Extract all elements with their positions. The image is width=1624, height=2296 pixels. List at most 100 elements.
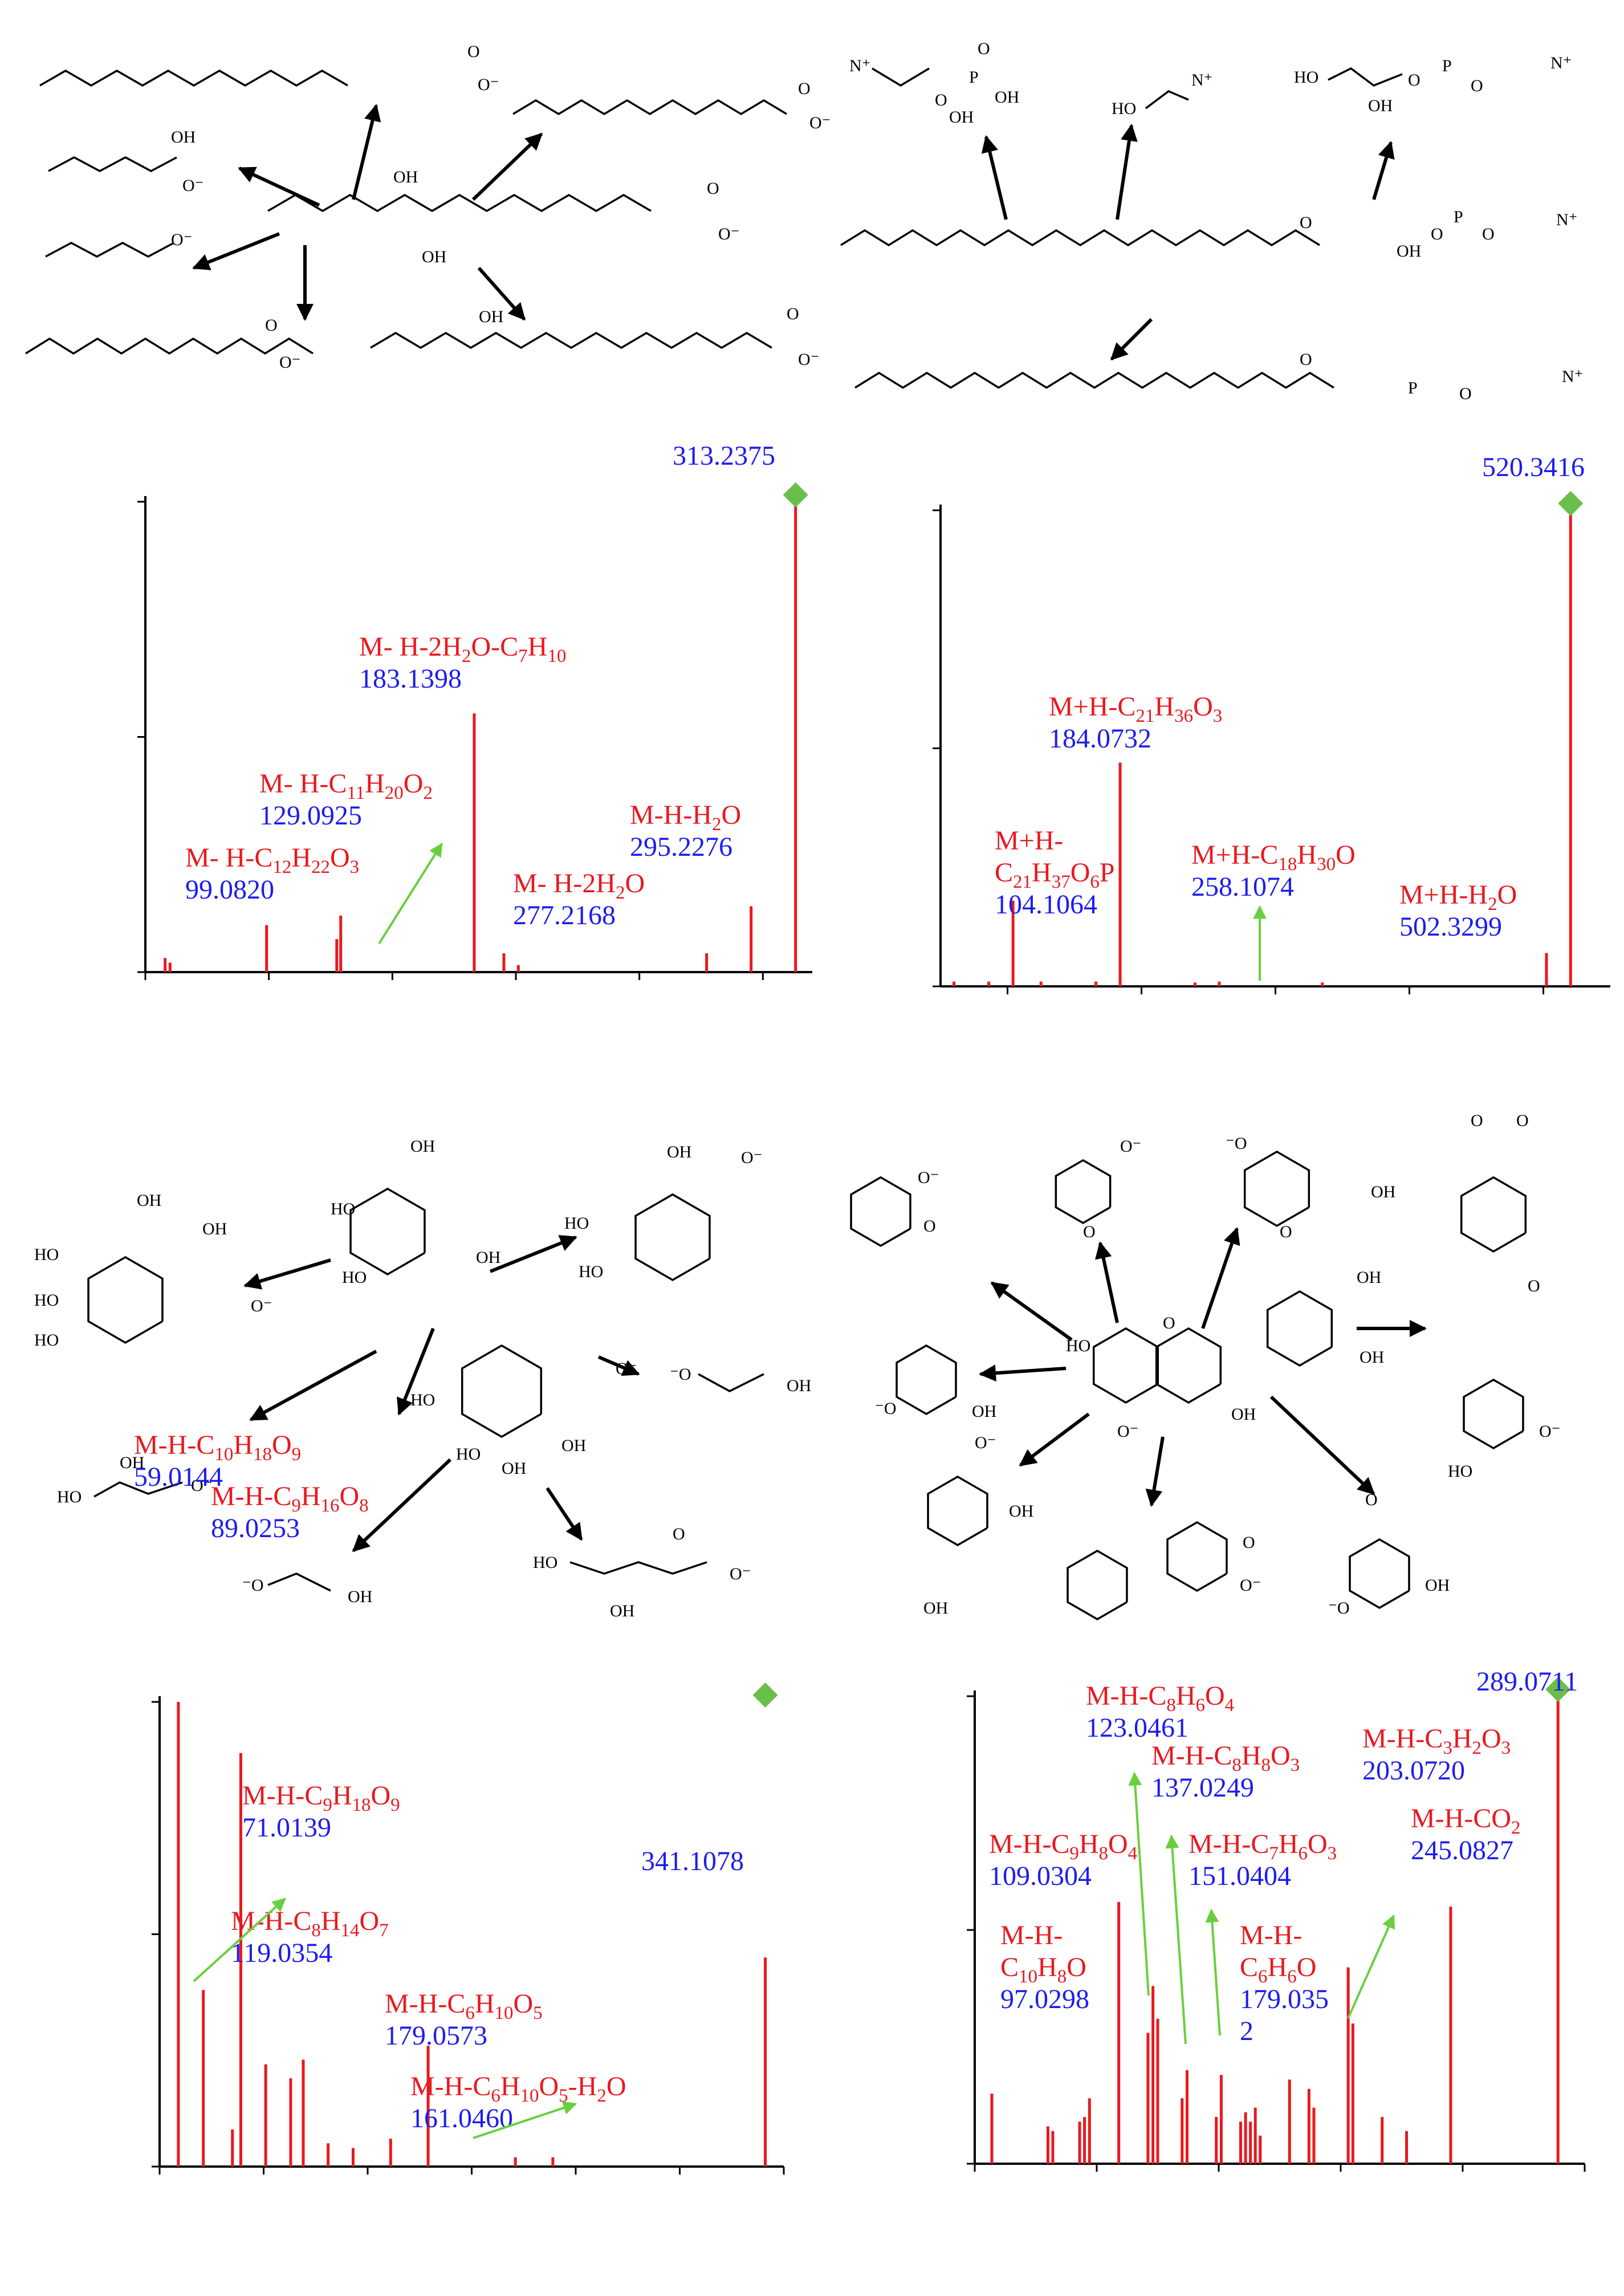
peak-annotation: 71.0139: [242, 1813, 331, 1843]
peak-annotation: M- H-C12​H22​O3​: [185, 843, 359, 877]
peak-annotation: 104.1064: [995, 889, 1097, 920]
atom-label: N⁺: [1550, 54, 1572, 72]
peak-annotation: M-H-C8​H6​O4​: [1086, 1681, 1234, 1716]
fragment-chain: [370, 331, 772, 350]
quinone-ring: [1460, 1176, 1527, 1253]
fatty-acid-chain: [512, 99, 787, 116]
atom-label: O⁻: [182, 176, 204, 195]
atom-label: HO: [34, 1331, 59, 1350]
fragmentation-arrow: [990, 1281, 1073, 1342]
atom-label: O⁻: [191, 1476, 213, 1495]
catechin-ring-b: [1266, 1290, 1333, 1367]
quinone-ring-2: [1166, 1521, 1228, 1592]
peak-annotation: M+H-C21​H36​O3​: [1049, 692, 1222, 726]
atom-label: O: [978, 39, 990, 58]
annotation-arrow: [378, 842, 443, 945]
fragmentation-arrow: [1094, 1241, 1119, 1323]
atom-label: O: [1516, 1111, 1529, 1130]
fructose-ring: [349, 1187, 426, 1276]
peak-annotation: 123.0461: [1086, 1713, 1189, 1743]
fragmentation-arrow: [249, 1350, 377, 1421]
atom-label: O: [467, 42, 480, 61]
atom-label: OH: [479, 307, 503, 326]
atom-label: OH: [561, 1436, 586, 1455]
glucose-ring: [461, 1344, 543, 1438]
atom-label: HO: [57, 1488, 82, 1506]
peak-annotation: 341.1078: [641, 1846, 744, 1876]
atom-label: OH: [1371, 1182, 1395, 1201]
atom-label: OH: [422, 247, 446, 266]
atom-label: O: [1408, 71, 1421, 90]
peak-annotation: 277.2168: [513, 900, 616, 930]
atom-label: OH: [1360, 1348, 1384, 1367]
fragment-chain: [45, 242, 174, 258]
atom-label: ⁻O: [1328, 1599, 1350, 1618]
peak-annotation: 119.0354: [231, 1938, 332, 1968]
peak-annotation: 129.0925: [259, 800, 362, 831]
peak-annotation: 295.2276: [630, 832, 732, 862]
peak-annotation: M-H-C8​H8​O3​: [1151, 1741, 1300, 1775]
atom-label: P: [1408, 379, 1418, 397]
peak-annotation: 502.3299: [1399, 912, 1502, 942]
catechol-ring: [927, 1475, 988, 1547]
atom-label: HO: [1448, 1462, 1472, 1481]
atom-label: HO: [564, 1214, 589, 1233]
peak-annotation: 89.0253: [211, 1513, 300, 1543]
atom-label: P: [1454, 208, 1463, 226]
fragmentation-arrow: [1110, 318, 1153, 361]
quinone-methide-ring: [896, 1344, 957, 1416]
parent-chain: [267, 193, 652, 213]
acyl-chain: [840, 229, 1320, 247]
acyl-chain: [854, 371, 1334, 389]
annotation-arrow: [1128, 1771, 1150, 1996]
atom-label: O⁻: [975, 1433, 996, 1452]
atom-label: O: [1528, 1277, 1540, 1295]
fragmentation-arrow: [1201, 1227, 1240, 1329]
annotation-arrow: [1205, 1908, 1221, 2036]
atom-label: O⁻: [478, 75, 499, 94]
atom-label: OH: [923, 1599, 948, 1618]
precursor-marker: [1545, 1677, 1571, 1702]
atom-label: O: [1300, 350, 1312, 369]
atom-label: OH: [502, 1459, 526, 1478]
peak-annotation: 520.3416: [1482, 452, 1585, 482]
atom-label: N⁺: [1191, 71, 1213, 90]
atom-label: O⁻: [730, 1564, 751, 1583]
atom-label: OH: [171, 128, 196, 147]
peak-annotation: 59.0144: [134, 1462, 223, 1492]
atom-label: O: [707, 179, 719, 198]
peak-annotation: 109.0304: [989, 1861, 1092, 1891]
atom-label: OH: [1009, 1502, 1033, 1521]
fragmentation-arrow: [352, 1458, 452, 1553]
atom-label: O⁻: [798, 350, 820, 369]
fatty-acid-chain: [39, 69, 348, 87]
atom-label: O⁻: [809, 113, 831, 132]
fragmentation-arrow: [471, 132, 543, 201]
atom-label: O⁻: [1539, 1422, 1561, 1441]
choline-chain: [1145, 90, 1189, 109]
atom-label: OH: [1397, 242, 1421, 261]
atom-label: ⁻O: [670, 1365, 691, 1384]
peak-annotation: 313.2375: [673, 441, 775, 471]
peak-annotation: 258.1074: [1191, 872, 1294, 902]
atom-label: OH: [667, 1143, 691, 1161]
atom-label: OH: [949, 108, 974, 127]
atom-label: HO: [1112, 99, 1136, 118]
atom-label: O⁻: [741, 1148, 763, 1167]
atom-label: O⁻: [1120, 1137, 1142, 1156]
precursor-marker: [1558, 491, 1584, 516]
atom-label: O: [1431, 225, 1443, 243]
fragment-chain: [25, 337, 314, 355]
atom-label: OH: [202, 1220, 227, 1238]
ketose-chain: [569, 1561, 707, 1575]
peak-annotation: 245.0827: [1411, 1835, 1513, 1866]
catechin-ring-a: [1092, 1327, 1159, 1404]
fragmentation-arrow: [397, 1327, 435, 1416]
fragmentation-arrow: [1145, 1436, 1165, 1507]
fragment-chain: [48, 156, 177, 172]
peak-annotation: M-H-CO2​: [1411, 1803, 1521, 1838]
atom-label: O⁻: [251, 1297, 272, 1315]
